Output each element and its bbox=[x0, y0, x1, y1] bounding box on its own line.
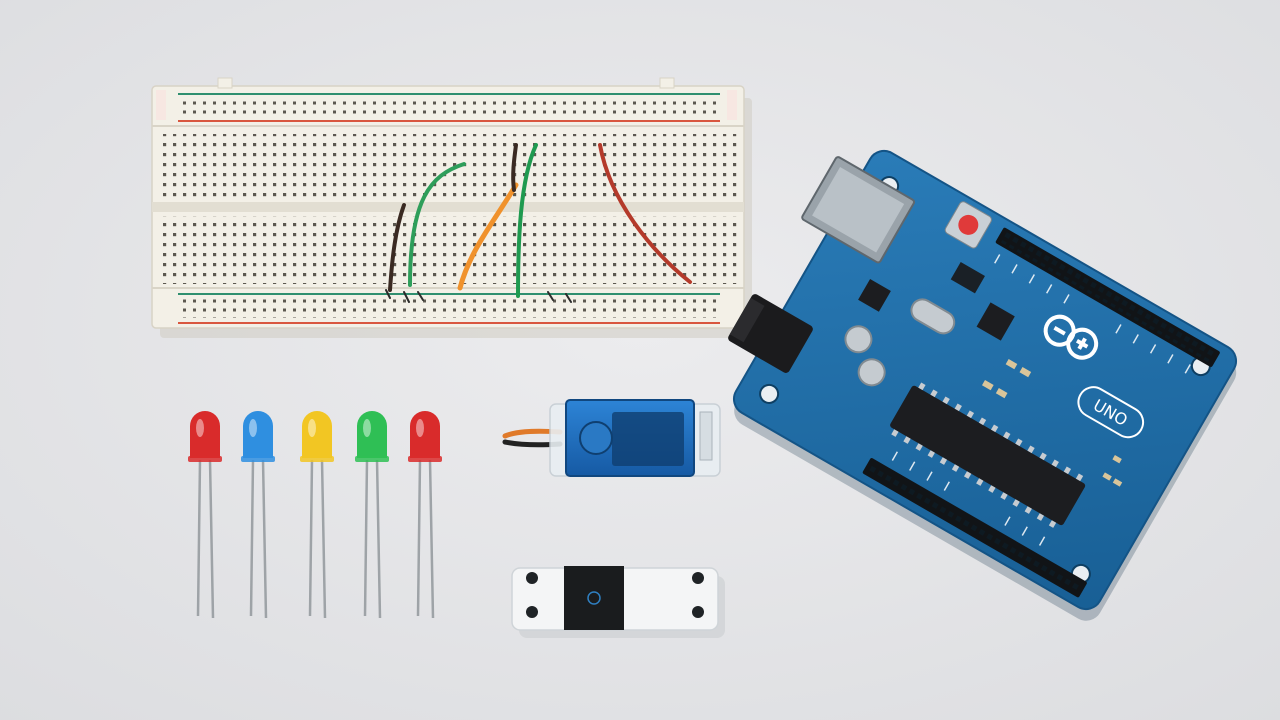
led-4 bbox=[355, 411, 389, 619]
silkscreen-marks bbox=[891, 254, 1191, 546]
led-rim bbox=[408, 456, 442, 462]
sensor-chip bbox=[564, 566, 624, 630]
wire-red bbox=[598, 143, 692, 284]
crystal-oscillator bbox=[910, 298, 956, 335]
led-leg bbox=[249, 459, 255, 617]
led-body bbox=[357, 411, 387, 458]
led-leg bbox=[320, 459, 327, 619]
reset-button bbox=[944, 201, 992, 249]
icsp-header bbox=[950, 262, 985, 294]
led-leg bbox=[363, 459, 369, 617]
led-2 bbox=[241, 411, 275, 619]
terminal-strip-top bbox=[162, 134, 740, 198]
led-highlight bbox=[308, 419, 316, 437]
led-leg bbox=[196, 459, 202, 617]
led-leg bbox=[375, 459, 382, 619]
voltage-regulator bbox=[858, 279, 891, 312]
capacitor bbox=[857, 358, 886, 387]
led-body bbox=[243, 411, 273, 458]
led-rim bbox=[241, 456, 275, 462]
led-5 bbox=[408, 411, 442, 619]
led-body bbox=[302, 411, 332, 458]
arduino-board: UNO bbox=[728, 149, 1238, 621]
led-leg bbox=[261, 459, 268, 619]
jumper-wires bbox=[385, 143, 692, 303]
mounting-hole bbox=[692, 606, 704, 618]
led-set bbox=[188, 411, 442, 619]
led-leg bbox=[416, 459, 422, 617]
sensor-icon bbox=[587, 591, 601, 605]
led-highlight bbox=[196, 419, 204, 437]
atmega-chip bbox=[890, 382, 1086, 528]
terminal-strip-bottom bbox=[162, 216, 740, 284]
led-3 bbox=[300, 411, 334, 619]
mounting-hole bbox=[692, 572, 704, 584]
wire-black-2 bbox=[511, 143, 518, 192]
sensor-module bbox=[511, 566, 725, 638]
led-highlight bbox=[249, 419, 257, 437]
wire-black bbox=[388, 203, 406, 292]
led-rim bbox=[355, 456, 389, 462]
mounting-hole bbox=[526, 572, 538, 584]
power-rail-top bbox=[156, 90, 737, 122]
capacitor bbox=[844, 325, 873, 354]
wire-orange bbox=[457, 182, 519, 291]
smd-components bbox=[982, 359, 1123, 487]
led-leg bbox=[208, 459, 215, 619]
led-highlight bbox=[416, 419, 424, 437]
dc-power-jack bbox=[728, 294, 813, 373]
led-leg bbox=[428, 459, 435, 619]
usb-connector bbox=[801, 156, 915, 264]
led-rim bbox=[188, 456, 222, 462]
center-channel bbox=[152, 202, 744, 212]
power-rail-bottom bbox=[178, 293, 720, 324]
wire-green-2 bbox=[516, 143, 538, 298]
led-leg bbox=[308, 459, 314, 617]
arduino-logo bbox=[1043, 314, 1099, 360]
led-highlight bbox=[363, 419, 371, 437]
led-1 bbox=[188, 411, 222, 619]
usb-chip bbox=[976, 302, 1015, 341]
wire-green-1 bbox=[408, 162, 466, 287]
led-rim bbox=[300, 456, 334, 462]
led-body bbox=[410, 411, 440, 458]
mounting-hole bbox=[526, 606, 538, 618]
relay-module bbox=[502, 399, 721, 477]
led-body bbox=[190, 411, 220, 458]
breadboard bbox=[151, 77, 752, 338]
